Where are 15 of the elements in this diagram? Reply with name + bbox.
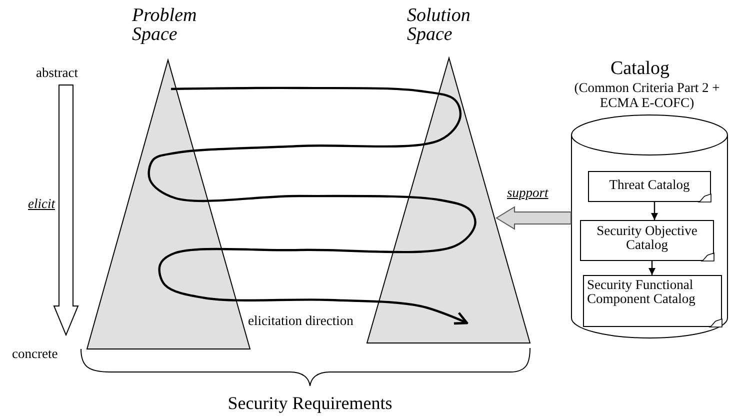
space-title: Solution Space <box>407 6 472 44</box>
catalog-heading: Catalog <box>609 58 671 80</box>
document-box: Security Objective Catalog <box>580 220 714 261</box>
document-box: Threat Catalog <box>588 171 711 202</box>
spiral-arrow <box>148 86 476 325</box>
arrow <box>651 202 658 220</box>
scale-label: concrete <box>12 346 58 362</box>
brace-caption: Security Requirements <box>226 393 394 414</box>
block-arrow <box>496 206 572 230</box>
catalog-subtitle: (Common Criteria Part 2 + ECMA E-COFC) <box>574 80 720 110</box>
space-title: Problem Space <box>132 6 198 44</box>
document-box: Security Functional Component Catalog <box>583 275 722 327</box>
arrow <box>648 261 656 275</box>
axis-label: elicit <box>28 196 55 212</box>
scale-label: abstract <box>36 65 78 81</box>
